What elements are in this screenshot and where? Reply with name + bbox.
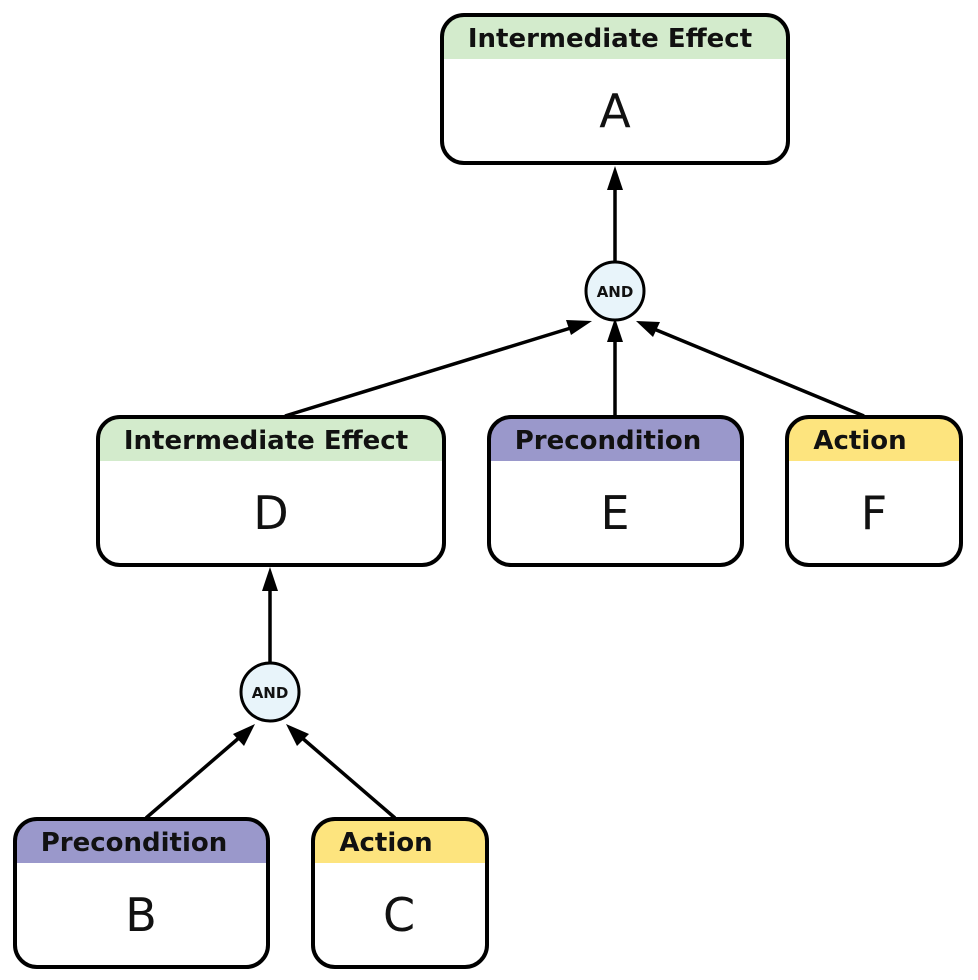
arrowhead-gate2-from-B [233, 724, 255, 746]
edge-B-to-gate2 [144, 735, 242, 820]
edge-D-to-gate1 [284, 325, 575, 418]
node-F: Action F [785, 415, 963, 567]
node-type-label: Action [339, 828, 432, 858]
node-E: Precondition E [487, 415, 744, 567]
node-type-label: Action [813, 426, 906, 456]
and-gate-2: AND [239, 661, 301, 723]
arrowhead-gate1-from-E [607, 318, 623, 342]
node-header-bar [98, 417, 444, 461]
node-id-label: C [383, 888, 415, 942]
arrowhead-D [262, 567, 278, 591]
arrowhead-gate1-from-D [566, 320, 592, 335]
node-type-label: Precondition [515, 426, 702, 456]
node-B: Precondition B [13, 817, 270, 969]
node-C: Action C [311, 817, 489, 969]
gate-label: AND [597, 283, 634, 301]
node-id-label: E [600, 486, 629, 540]
node-id-label: A [599, 84, 631, 138]
node-type-label: Intermediate Effect [468, 24, 752, 54]
node-id-label: D [253, 486, 288, 540]
node-header-bar [787, 417, 961, 461]
node-id-label: B [125, 888, 157, 942]
node-header-bar [489, 417, 742, 461]
node-A: Intermediate Effect A [440, 13, 790, 165]
edge-F-to-gate1 [653, 327, 865, 418]
arrowhead-gate1-from-F [636, 321, 660, 337]
edge-C-to-gate2 [299, 735, 397, 820]
arrowhead-gate2-from-C [286, 724, 309, 746]
and-gate-1: AND [584, 260, 646, 322]
node-type-label: Intermediate Effect [124, 426, 408, 456]
node-header-bar [15, 819, 268, 863]
node-type-label: Precondition [41, 828, 228, 858]
node-header-bar [442, 15, 788, 59]
gate-label: AND [252, 684, 289, 702]
node-D: Intermediate Effect D [96, 415, 446, 567]
arrowhead-A [607, 166, 623, 190]
node-id-label: F [861, 486, 887, 540]
node-header-bar [313, 819, 487, 863]
